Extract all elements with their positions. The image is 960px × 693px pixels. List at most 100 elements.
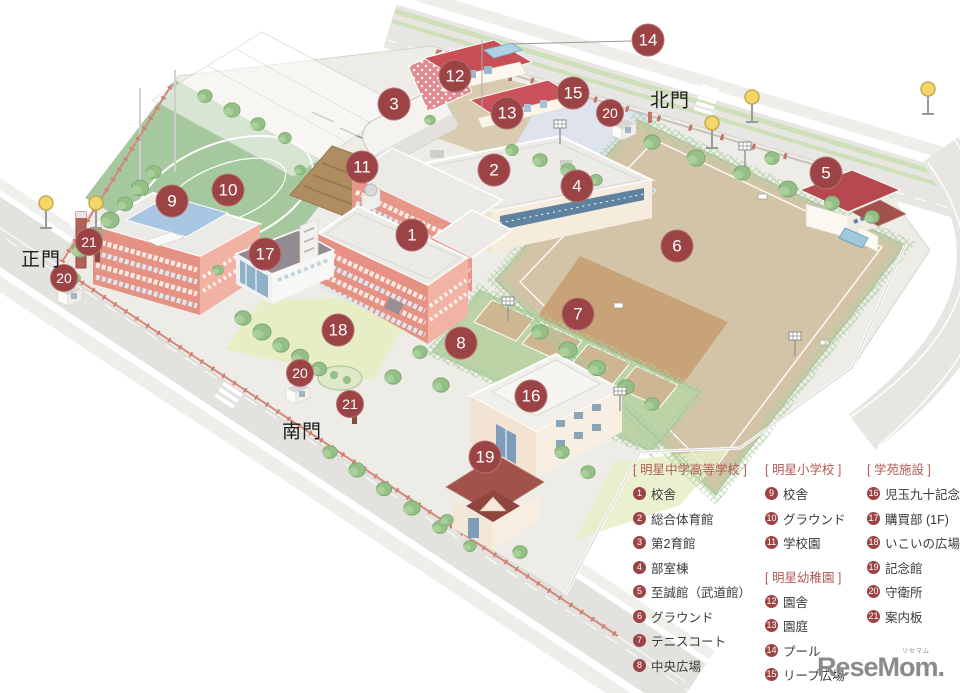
legend-item-badge: 9 — [765, 487, 778, 500]
gate-label-main: 正門 — [20, 249, 62, 271]
resemom-logo-ruby: リセマム — [901, 649, 930, 655]
legend-item-badge: 4 — [633, 560, 646, 574]
legend-item-18: 18 いこいの広場 — [867, 533, 960, 552]
legend-item-label: 記念館 — [885, 561, 923, 576]
legend-item-badge: 19 — [867, 560, 880, 574]
map-marker-20: 20 — [596, 99, 624, 127]
legend-section-header: [ 学苑施設 ] — [867, 463, 931, 477]
legend-item-label: 案内板 — [885, 610, 923, 625]
legend-section-header: [ 明星幼稚園 ] — [765, 570, 842, 585]
legend-item-label: 守衛所 — [885, 586, 923, 600]
legend-item-badge: 10 — [765, 511, 778, 525]
map-marker-14: 14 — [631, 23, 665, 57]
legend-item-label: リープ広場 — [783, 669, 845, 683]
legend-item-badge: 15 — [765, 668, 778, 681]
legend-item-badge: 3 — [633, 536, 646, 549]
legend-section-header: [ 明星小学校 ] — [765, 463, 842, 477]
legend-column-1: [ 明星中学高等学校 ] 1 校舎 2 総合体育館 3 第2育館 4 部室棟 5 至誠館（武道館） 6… — [633, 459, 751, 693]
map-marker-3: 3 — [377, 87, 411, 121]
resemom-logo-text: ReseMom — [816, 652, 939, 682]
legend-item-badge: 5 — [633, 585, 646, 598]
resemom-logo-period: . — [937, 652, 944, 682]
legend-item-badge: 13 — [765, 619, 778, 632]
legend-item-12: 12 園舎 — [765, 592, 853, 611]
legend-item-label: 園舎 — [783, 595, 809, 610]
legend-item-label: 総合体育館 — [651, 512, 714, 527]
legend-item-badge: 21 — [867, 609, 880, 623]
legend-item-label: テニスコート — [651, 635, 727, 649]
map-marker-16: 16 — [514, 379, 548, 413]
map-marker-19: 19 — [468, 440, 502, 474]
legend-item-14: 14 プール — [765, 641, 853, 660]
map-marker-7: 7 — [561, 297, 595, 331]
legend-item-label: 児玉九十記念講堂 — [885, 488, 960, 502]
map-marker-6: 6 — [660, 229, 694, 263]
legend-item-label: グラウンド — [783, 512, 846, 527]
legend-item-9: 9 校舎 — [765, 484, 853, 503]
legend-item-badge: 7 — [633, 634, 646, 647]
legend-item-label: 部室棟 — [651, 561, 689, 576]
legend-item-badge: 2 — [633, 511, 646, 525]
legend-item-badge: 16 — [867, 487, 880, 500]
map-marker-2: 2 — [477, 153, 511, 187]
map-marker-5: 5 — [809, 156, 843, 190]
legend-item-label: 中央広場 — [651, 659, 702, 674]
legend-item-21: 21 案内板 — [867, 607, 960, 626]
gate-label-south: 南門 — [281, 421, 323, 443]
legend-item-badge: 14 — [765, 643, 778, 657]
legend-item-3: 3 第2育館 — [633, 533, 751, 552]
info-boards — [95, 250, 357, 424]
legend-item-label: 校舎 — [651, 488, 677, 502]
legend-item-19: 19 記念館 — [867, 558, 960, 577]
map-marker-11: 11 — [345, 150, 379, 184]
map-marker-21: 21 — [336, 390, 364, 418]
map-marker-20: 20 — [286, 359, 314, 387]
map-marker-21: 21 — [75, 228, 103, 256]
legend-item-label: 校舎 — [783, 488, 809, 502]
legend-item-label: 第2育館 — [651, 537, 696, 551]
legend-item-label: グラウンド — [651, 610, 714, 625]
legend-item-7: 7 テニスコート — [633, 631, 751, 650]
legend-item-badge: 8 — [633, 658, 646, 672]
legend-item-label: 学校園 — [783, 537, 821, 551]
map-marker-8: 8 — [444, 326, 478, 360]
legend-item-label: プール — [783, 644, 821, 659]
map-marker-17: 17 — [248, 237, 282, 271]
legend-item-16: 16 児玉九十記念講堂 — [867, 484, 960, 503]
legend-item-badge: 20 — [867, 585, 880, 598]
legend-section: [ 明星中学高等学校 ] 1 校舎 2 総合体育館 3 第2育館 4 部室棟 5 至誠館（武道館） 6… — [633, 459, 751, 680]
legend-item-label: いこいの広場 — [885, 537, 960, 551]
legend-item-6: 6 グラウンド — [633, 607, 751, 626]
map-marker-4: 4 — [560, 169, 594, 203]
legend-item-label: 至誠館（武道館） — [651, 586, 752, 600]
legend-item-20: 20 守衛所 — [867, 582, 960, 601]
road-east-curve — [845, 135, 960, 450]
gate-label-north: 北門 — [649, 90, 691, 112]
central-plaza-8 — [317, 365, 363, 391]
legend-section-header: [ 明星中学高等学校 ] — [633, 463, 747, 477]
legend-item-1: 1 校舎 — [633, 484, 751, 503]
legend-item-4: 4 部室棟 — [633, 558, 751, 577]
legend-item-badge: 12 — [765, 594, 778, 608]
map-marker-20: 20 — [50, 264, 78, 292]
legend-item-badge: 6 — [633, 609, 646, 623]
map-marker-18: 18 — [321, 313, 355, 347]
legend-item-10: 10 グラウンド — [765, 509, 853, 528]
legend-item-badge: 18 — [867, 536, 880, 549]
map-marker-12: 12 — [438, 59, 472, 93]
pool-leader-line — [511, 40, 632, 45]
map-legend: [ 明星中学高等学校 ] 1 校舎 2 総合体育館 3 第2育館 4 部室棟 5 至誠館（武道館） 6… — [633, 459, 960, 693]
legend-item-5: 5 至誠館（武道館） — [633, 582, 751, 601]
legend-item-badge: 1 — [633, 487, 646, 500]
legend-item-8: 8 中央広場 — [633, 656, 751, 675]
